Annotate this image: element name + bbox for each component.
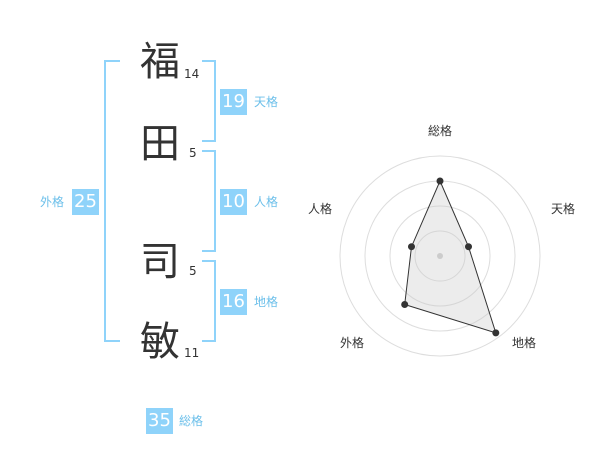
radar-label-jinkaku: 人格 xyxy=(307,202,332,216)
stroke-count-2: 5 xyxy=(189,146,197,160)
radar-label-chikaku: 地格 xyxy=(511,336,536,350)
gaikaku-badge: 25 xyxy=(72,189,99,215)
name-char-1: 福 xyxy=(140,39,180,85)
name-char-4: 敏 xyxy=(140,319,180,365)
chikaku-bracket xyxy=(202,260,216,342)
jinkaku-bracket xyxy=(202,150,216,252)
radar-label-gaikaku: 外格 xyxy=(339,336,364,350)
stroke-count-3: 5 xyxy=(189,264,197,278)
stroke-count-4: 11 xyxy=(184,346,200,360)
radar-point-4 xyxy=(408,243,415,251)
radar-points xyxy=(401,177,500,337)
chikaku-badge: 16 xyxy=(220,289,247,315)
radar-point-1 xyxy=(465,243,472,251)
radar-polygon xyxy=(404,179,497,334)
stroke-count-1: 14 xyxy=(184,67,200,81)
chikaku-label: 地格 xyxy=(254,295,279,309)
radar-ring xyxy=(339,155,541,357)
radar-ring xyxy=(414,230,466,282)
tenkaku-bracket xyxy=(202,60,216,142)
tenkaku-badge: 19 xyxy=(220,89,247,115)
gaikaku-bracket xyxy=(104,60,120,342)
radar-center-dot xyxy=(437,253,443,259)
radar-point-3 xyxy=(401,301,409,308)
radar-label-tenkaku: 天格 xyxy=(550,202,575,216)
gaikaku-label: 外格 xyxy=(40,195,65,209)
radar-label-soukaku: 総格 xyxy=(427,124,452,138)
radar-point-0 xyxy=(436,177,444,185)
radar-point-2 xyxy=(492,329,500,337)
radar-chart xyxy=(339,155,541,357)
jinkaku-badge: 10 xyxy=(220,189,247,215)
name-char-2: 田 xyxy=(140,121,180,167)
soukaku-badge: 35 xyxy=(146,408,173,434)
soukaku-label: 総格 xyxy=(179,414,204,428)
jinkaku-label: 人格 xyxy=(254,195,279,209)
name-char-3: 司 xyxy=(140,239,180,285)
radar-ring xyxy=(389,205,491,307)
radar-rings xyxy=(339,155,541,357)
tenkaku-label: 天格 xyxy=(254,95,279,109)
